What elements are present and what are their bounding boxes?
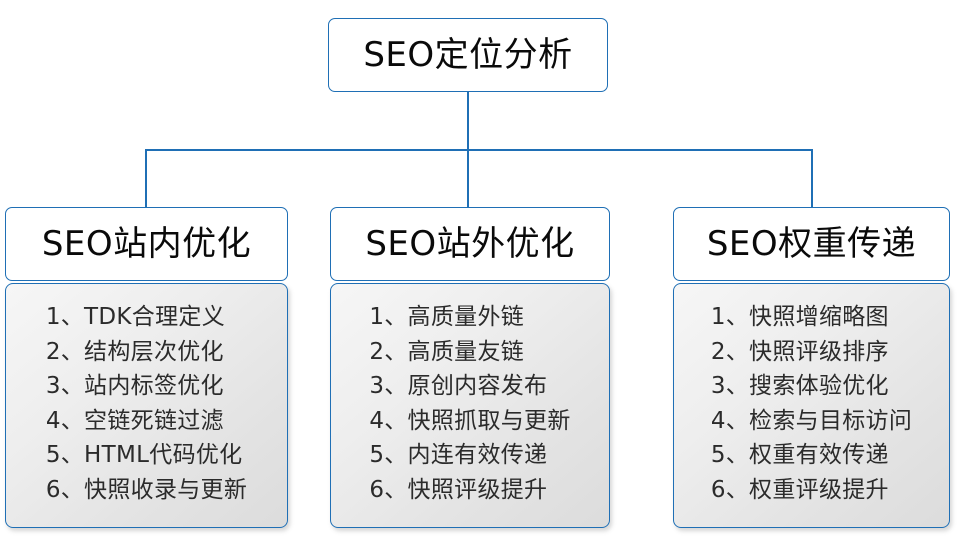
- list-item: 5、权重有效传递: [710, 442, 889, 468]
- root-node: SEO定位分析: [328, 18, 608, 92]
- root-node-label: SEO定位分析: [363, 35, 573, 75]
- branch-2-body: 1、高质量外链 2、高质量友链 3、原创内容发布 4、快照抓取与更新 5、内连有…: [330, 283, 610, 528]
- connector-branch-3-vertical: [811, 149, 813, 208]
- branch-3-header: SEO权重传递: [673, 207, 950, 281]
- branch-column-3: SEO权重传递 1、快照增缩略图 2、快照评级排序 3、搜索体验优化 4、检索与…: [673, 207, 950, 528]
- branch-1-body: 1、TDK合理定义 2、结构层次优化 3、站内标签优化 4、空链死链过滤 5、H…: [5, 283, 288, 528]
- list-item: 1、快照增缩略图: [710, 304, 889, 330]
- branch-2-header: SEO站外优化: [330, 207, 610, 281]
- branch-2-item-list: 1、高质量外链 2、高质量友链 3、原创内容发布 4、快照抓取与更新 5、内连有…: [369, 300, 570, 507]
- list-item: 2、快照评级排序: [710, 338, 889, 365]
- list-item: 4、检索与目标访问: [710, 407, 913, 434]
- branch-3-title: SEO权重传递: [706, 224, 917, 264]
- branch-1-header: SEO站内优化: [5, 207, 288, 281]
- branch-2-title: SEO站外优化: [365, 224, 575, 264]
- list-item: 5、HTML代码优化: [45, 442, 243, 468]
- list-item: 6、快照收录与更新: [45, 476, 248, 503]
- connector-branch-2-vertical: [467, 149, 469, 208]
- list-item: 2、高质量友链: [369, 338, 525, 365]
- branch-1-item-list: 1、TDK合理定义 2、结构层次优化 3、站内标签优化 4、空链死链过滤 5、H…: [46, 300, 247, 507]
- connector-branch-1-vertical: [145, 149, 147, 208]
- list-item: 1、高质量外链: [369, 304, 525, 330]
- branch-3-item-list: 1、快照增缩略图 2、快照评级排序 3、搜索体验优化 4、检索与目标访问 5、权…: [711, 300, 912, 507]
- branch-column-1: SEO站内优化 1、TDK合理定义 2、结构层次优化 3、站内标签优化 4、空链…: [5, 207, 288, 528]
- branch-1-title: SEO站内优化: [41, 224, 252, 264]
- list-item: 1、TDK合理定义: [45, 304, 226, 330]
- list-item: 3、原创内容发布: [369, 373, 548, 399]
- list-item: 4、空链死链过滤: [45, 407, 224, 434]
- list-item: 2、结构层次优化: [45, 338, 224, 365]
- list-item: 6、权重评级提升: [710, 476, 889, 503]
- branch-3-body: 1、快照增缩略图 2、快照评级排序 3、搜索体验优化 4、检索与目标访问 5、权…: [673, 283, 950, 528]
- list-item: 3、搜索体验优化: [710, 373, 889, 399]
- branch-column-2: SEO站外优化 1、高质量外链 2、高质量友链 3、原创内容发布 4、快照抓取与…: [330, 207, 610, 528]
- list-item: 6、快照评级提升: [369, 476, 548, 503]
- list-item: 4、快照抓取与更新: [369, 407, 571, 434]
- list-item: 3、站内标签优化: [45, 373, 224, 399]
- list-item: 5、内连有效传递: [369, 442, 548, 468]
- connector-horizontal-bus: [145, 149, 813, 151]
- connector-root-vertical: [467, 92, 469, 151]
